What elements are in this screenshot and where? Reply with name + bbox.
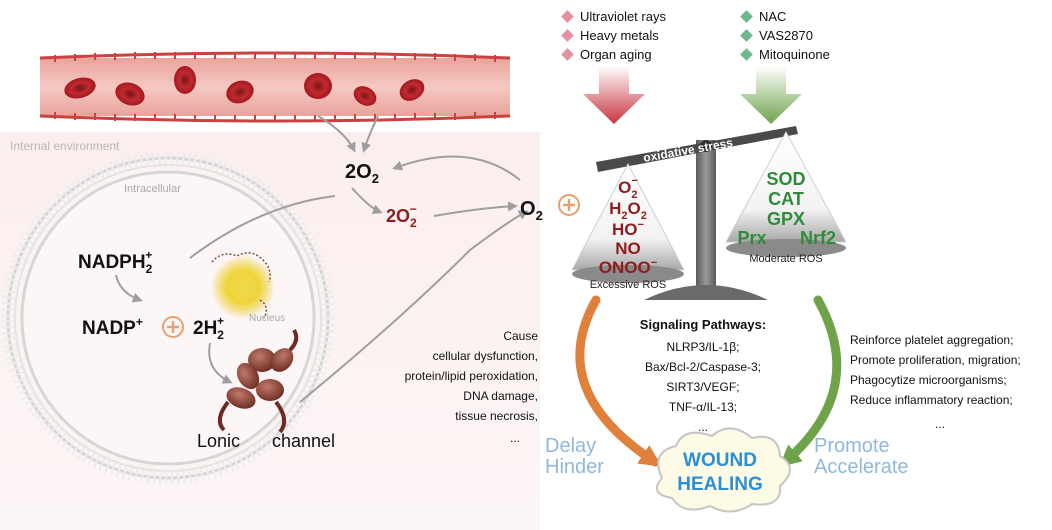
internal-environment-label: Internal environment <box>10 139 120 153</box>
delay-label: Delay <box>545 435 596 457</box>
vessel-wall-stripes-top <box>54 52 496 62</box>
inhibitor-item: VAS2870 <box>759 28 813 43</box>
ionic-channel <box>217 328 299 434</box>
delay-arrow <box>575 295 662 467</box>
balance-scale <box>571 126 847 300</box>
ros-species-superoxide: O2− <box>618 175 638 201</box>
antioxidant-sod: SOD <box>766 169 805 189</box>
signaling-pathway-item: SIRT3/VEGF; <box>666 380 739 394</box>
negative-effect-item: ... <box>510 431 520 445</box>
two-o2-label: 2O2 <box>345 161 379 186</box>
arrow-nadph-to-nadp <box>115 274 143 303</box>
healing-label: HEALING <box>677 474 763 495</box>
intracellular-label: Intracellular <box>124 183 181 195</box>
negative-effect-item: Cause <box>503 329 538 343</box>
signaling-pathways-title: Signaling Pathways: <box>640 317 766 332</box>
hinder-label: Hinder <box>545 456 604 478</box>
inhibitor-bullet-icon <box>740 29 753 42</box>
oxidative-stress-label: oxidative stress <box>642 135 734 165</box>
arrow-vessel-to-2o2-left <box>317 115 356 153</box>
ros-species-nitric-oxide: NO <box>615 239 641 258</box>
moderate-ros-caption: Moderate ROS <box>749 253 822 265</box>
vessel-wall-stripes-bottom <box>54 112 496 122</box>
negative-effect-item: cellular dysfunction, <box>433 349 538 363</box>
positive-effect-item: Phagocytize microorganisms; <box>850 373 1007 387</box>
negative-effects-list: Cause cellular dysfunction, protein/lipi… <box>405 329 539 445</box>
arrow-vessel-to-2o2-right <box>361 115 379 153</box>
nucleus-label: Nucleus <box>249 313 285 324</box>
left-pan-rim <box>572 265 684 283</box>
excessive-ros-species: O2− H2O2 HO− NO ONOO− <box>599 175 657 277</box>
inhibitor-item: Mitoquinone <box>759 47 830 62</box>
excessive-ros-caption: Excessive ROS <box>590 279 666 291</box>
arrow-channel-to-o2 <box>299 210 529 403</box>
positive-effect-item: Promote proliferation, migration; <box>850 353 1021 367</box>
inducer-item: Ultraviolet rays <box>580 9 666 24</box>
red-blood-cells <box>64 66 425 106</box>
signaling-pathways-list: NLRP3/IL-1β; Bax/Bcl-2/Caspase-3; SIRT3/… <box>645 340 761 434</box>
inhibitor-bullet-icon <box>740 48 753 61</box>
ros-species-hydroxyl: HO− <box>612 219 644 239</box>
negative-effect-item: tissue necrosis, <box>455 409 538 423</box>
pathway-arrows <box>115 115 529 403</box>
inhibitors-down-arrow <box>740 66 802 124</box>
inducer-item: Organ aging <box>580 47 652 62</box>
ros-species-hydrogen-peroxide: H2O2 <box>609 199 647 222</box>
arrow-superoxide-to-o2 <box>433 201 518 217</box>
arrow-nadph-to-2o2 <box>189 195 336 259</box>
ionic-channel-label-part2: channel <box>272 431 335 451</box>
wound-label: WOUND <box>683 450 757 471</box>
balance-post <box>696 140 716 290</box>
balance-beam <box>596 126 798 172</box>
signaling-pathway-item: NLRP3/IL-1β; <box>667 340 740 354</box>
positive-effects-list: Reinforce platelet aggregation; Promote … <box>850 333 1021 431</box>
negative-effect-item: protein/lipid peroxidation, <box>405 369 538 383</box>
promote-label: Promote <box>814 435 890 457</box>
right-pan-rim <box>726 239 846 257</box>
arrow-2o2-to-superoxide <box>351 187 383 215</box>
positive-effect-item: Reinforce platelet aggregation; <box>850 333 1013 347</box>
o2-plus-icon <box>558 194 580 216</box>
signaling-pathway-item: Bax/Bcl-2/Caspase-3; <box>645 360 761 374</box>
inducer-bullet-icon <box>561 29 574 42</box>
two-h-label: 2H2+ <box>193 314 224 342</box>
balance-pivot <box>700 140 712 152</box>
promote-arrow <box>778 295 842 468</box>
ionic-channel-label-part1: Lonic <box>197 431 240 451</box>
inducer-item: Heavy metals <box>580 28 659 43</box>
signaling-pathway-item: TNF-α/IL-13; <box>669 400 737 414</box>
blood-vessel <box>39 51 511 123</box>
nucleus <box>211 252 275 319</box>
inhibitors-list: NAC VAS2870 Mitoquinone <box>740 9 830 62</box>
wound-healing-cloud <box>655 427 791 513</box>
o2-label: O2 <box>520 198 543 223</box>
positive-effect-item: Reduce inflammatory reaction; <box>850 393 1013 407</box>
inhibitor-bullet-icon <box>740 10 753 23</box>
inhibitor-item: NAC <box>759 9 786 24</box>
inducers-list: Ultraviolet rays Heavy metals Organ agin… <box>561 9 666 62</box>
negative-effect-item: DNA damage, <box>463 389 538 403</box>
antioxidant-cat: CAT <box>768 189 804 209</box>
inducer-bullet-icon <box>561 48 574 61</box>
accelerate-label: Accelerate <box>814 456 909 478</box>
arrow-2h-to-channel <box>208 342 233 384</box>
nadp-plus-icon <box>162 316 184 338</box>
nadph-label: NADPH2+ <box>78 248 153 276</box>
arrow-o2-to-2o2 <box>392 155 521 181</box>
antioxidant-nrf2: Nrf2 <box>800 228 836 248</box>
superoxide-label: 2O2− <box>386 202 417 230</box>
inducer-bullet-icon <box>561 10 574 23</box>
antioxidant-gpx: GPX <box>767 209 805 229</box>
antioxidant-prx: Prx <box>737 228 766 248</box>
positive-effect-item: ... <box>935 417 945 431</box>
ros-species-peroxynitrite: ONOO− <box>599 257 657 277</box>
nadp-label: NADP+ <box>82 315 143 339</box>
signaling-pathway-item: ... <box>698 420 708 434</box>
inducers-down-arrow <box>583 66 645 124</box>
balance-base <box>644 285 768 300</box>
antioxidant-species: SOD CAT GPX Prx Nrf2 <box>737 169 836 248</box>
